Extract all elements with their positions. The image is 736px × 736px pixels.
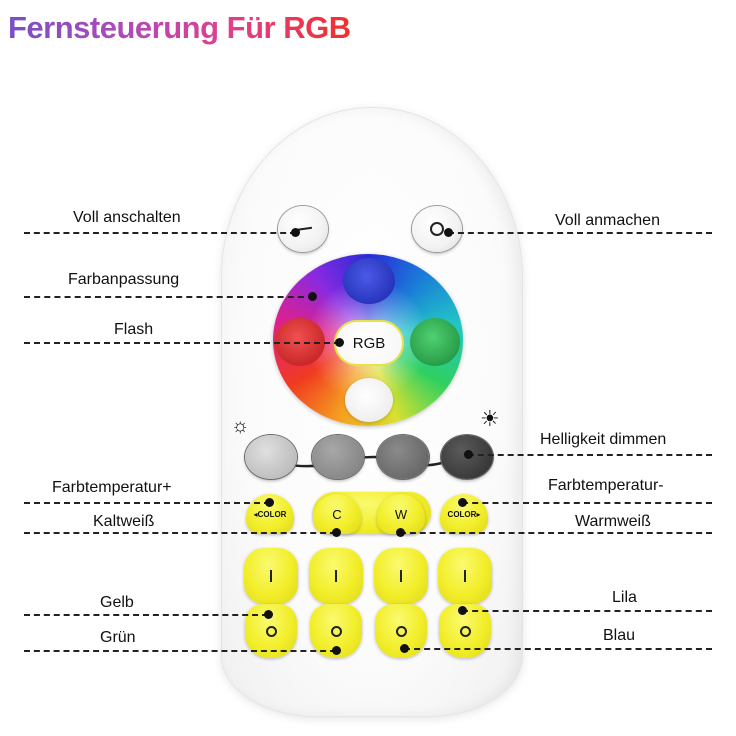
ring-icon <box>459 625 471 637</box>
leader-brightness <box>468 454 712 456</box>
page-title: Fernsteuerung Für RGB <box>8 10 351 45</box>
rgb-button-label: RGB <box>352 334 386 352</box>
ring-icon <box>395 625 407 637</box>
label-blue: Blau <box>603 627 636 644</box>
wheel-green-button[interactable] <box>410 318 460 366</box>
leader-temp-plus <box>24 502 270 504</box>
leader-temp-minus <box>462 502 712 504</box>
color-temp-minus-label: COLOR▸ <box>447 509 481 519</box>
bar-icon <box>270 570 272 582</box>
label-power-on-right: Voll anmachen <box>555 212 660 229</box>
dot-power-right <box>444 228 453 237</box>
dot-green <box>332 646 341 655</box>
mode-4-button[interactable] <box>438 548 492 604</box>
ring-icon <box>330 625 342 637</box>
label-color-adjust: Farbanpassung <box>68 271 180 288</box>
label-color-temp-minus: Farbtemperatur- <box>548 477 664 494</box>
power-on-left-button[interactable] <box>278 206 328 252</box>
mode-3-button[interactable] <box>374 548 428 604</box>
dot-flash <box>335 338 344 347</box>
rgb-button[interactable]: RGB <box>334 320 404 366</box>
wheel-blue-button[interactable] <box>343 258 395 304</box>
label-color-temp-plus: Farbtemperatur+ <box>52 479 172 496</box>
brightness-level-1-button[interactable] <box>245 435 297 479</box>
dot-temp-minus <box>458 498 467 507</box>
mode-2-button[interactable] <box>309 548 363 604</box>
leader-power-left <box>24 232 296 234</box>
power-on-right-button[interactable] <box>412 206 462 252</box>
label-cold-white: Kaltweiß <box>93 513 155 530</box>
leader-warm-white <box>400 532 712 534</box>
label-power-on-left: Voll anschalten <box>73 209 181 226</box>
label-brightness-dim: Helligkeit dimmen <box>540 431 667 448</box>
leader-flash <box>24 342 340 344</box>
warm-white-label: W <box>394 506 408 522</box>
bar-icon <box>464 570 466 582</box>
sun-low-icon: ☼ <box>231 415 250 437</box>
leader-blue <box>404 648 712 650</box>
dot-warm-white <box>396 528 405 537</box>
dot-color-adjust <box>308 292 317 301</box>
bar-icon <box>400 570 402 582</box>
leader-green <box>24 650 336 652</box>
label-green: Grün <box>100 629 136 646</box>
cold-white-label: C <box>332 506 342 522</box>
label-yellow: Gelb <box>100 594 134 611</box>
mode-1-button[interactable] <box>244 548 298 604</box>
dot-blue <box>400 644 409 653</box>
dot-cold-white <box>332 528 341 537</box>
leader-cold-white <box>24 532 336 534</box>
leader-purple <box>462 610 712 612</box>
sun-high-icon: ☀ <box>480 406 500 431</box>
dot-purple <box>458 606 467 615</box>
cold-white-button[interactable]: C <box>313 494 361 534</box>
dot-brightness <box>464 450 473 459</box>
label-purple: Lila <box>612 589 637 606</box>
label-flash: Flash <box>114 321 154 338</box>
label-warm-white: Warmweiß <box>575 513 651 530</box>
ring-icon <box>430 222 444 236</box>
dot-power-left <box>291 228 300 237</box>
warm-white-button[interactable]: W <box>377 494 425 534</box>
color-temp-plus-label: ◂COLOR <box>253 509 287 519</box>
dot-yellow <box>264 610 273 619</box>
brightness-level-3-button[interactable] <box>377 435 429 479</box>
leader-color-adjust <box>24 296 314 298</box>
leader-yellow <box>24 614 268 616</box>
brightness-level-2-button[interactable] <box>312 435 364 479</box>
ring-icon <box>265 625 277 637</box>
leader-power-right <box>448 232 712 234</box>
dot-temp-plus <box>265 498 274 507</box>
wheel-white-button[interactable] <box>345 378 393 422</box>
bar-icon <box>335 570 337 582</box>
